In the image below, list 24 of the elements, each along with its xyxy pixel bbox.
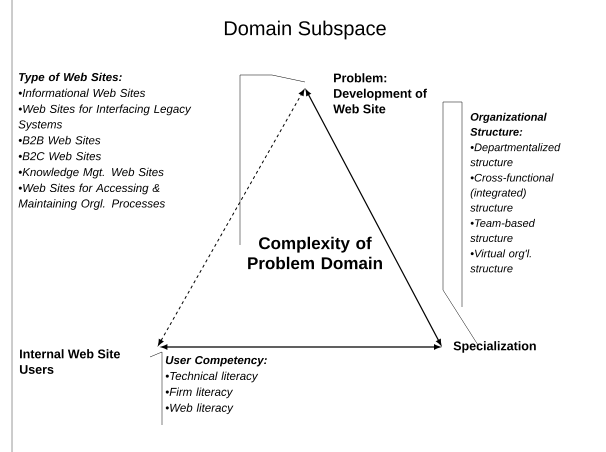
arrow: [161, 344, 440, 350]
list-item: •Cross-functional (integrated) structure: [470, 174, 554, 212]
list-item: •Informational Web Sites: [18, 88, 146, 98]
list-item: •Web Sites for Interfacing Legacy Systems: [18, 104, 192, 131]
list-item: •B2C Web Sites: [18, 152, 101, 160]
list-heading: Organizational Structure:: [470, 112, 547, 136]
title: Domain Subspace: [224, 20, 386, 40]
vertex-label: Problem: Development of Web Site: [333, 73, 427, 114]
list-item: •Knowledge Mgt. Web Sites: [18, 168, 164, 178]
arrow: [306, 90, 442, 346]
center-label: Complexity of Problem Domain: [248, 236, 382, 270]
list-item: •Virtual org'l. structure: [470, 249, 531, 272]
vertex-label: Specialization: [454, 341, 536, 353]
list-item: •Departmentalized structure: [470, 143, 561, 166]
list-item: •Web Sites for Accessing & Maintaining Orgl. Processes: [18, 184, 165, 210]
arrow: [158, 89, 304, 346]
list-item: •Firm literacy: [166, 388, 234, 398]
list-item: •Team-based structure: [470, 218, 536, 242]
list-item: •B2B Web Sites: [18, 136, 100, 144]
list-heading: Type of Web Sites:: [19, 72, 122, 84]
list-item: •Technical literacy: [166, 372, 258, 382]
list-item: •Web literacy: [166, 403, 234, 414]
vertex-label: Internal Web Site Users: [20, 349, 120, 374]
list-heading: User Competency:: [166, 356, 267, 366]
